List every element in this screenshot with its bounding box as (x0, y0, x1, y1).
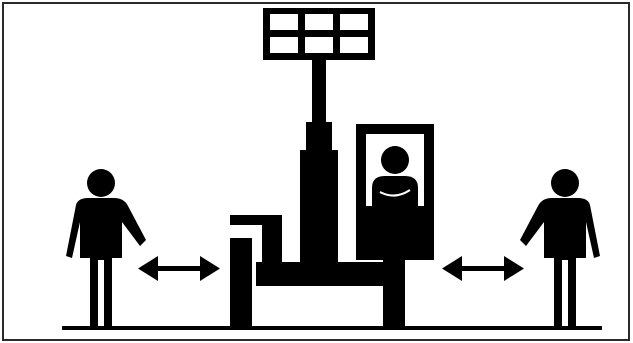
person-right-icon (520, 169, 600, 326)
double-arrow-left-icon (138, 256, 220, 281)
machine-base-icon (230, 215, 405, 330)
operator-head-icon (381, 146, 409, 174)
ground-line (62, 326, 602, 330)
mast-icon (300, 60, 338, 268)
operator-body-icon (372, 176, 418, 206)
light-panel-icon (263, 8, 375, 60)
person-left-icon (66, 169, 146, 326)
operator-cab-icon (356, 124, 434, 260)
double-arrow-right-icon (442, 256, 524, 281)
